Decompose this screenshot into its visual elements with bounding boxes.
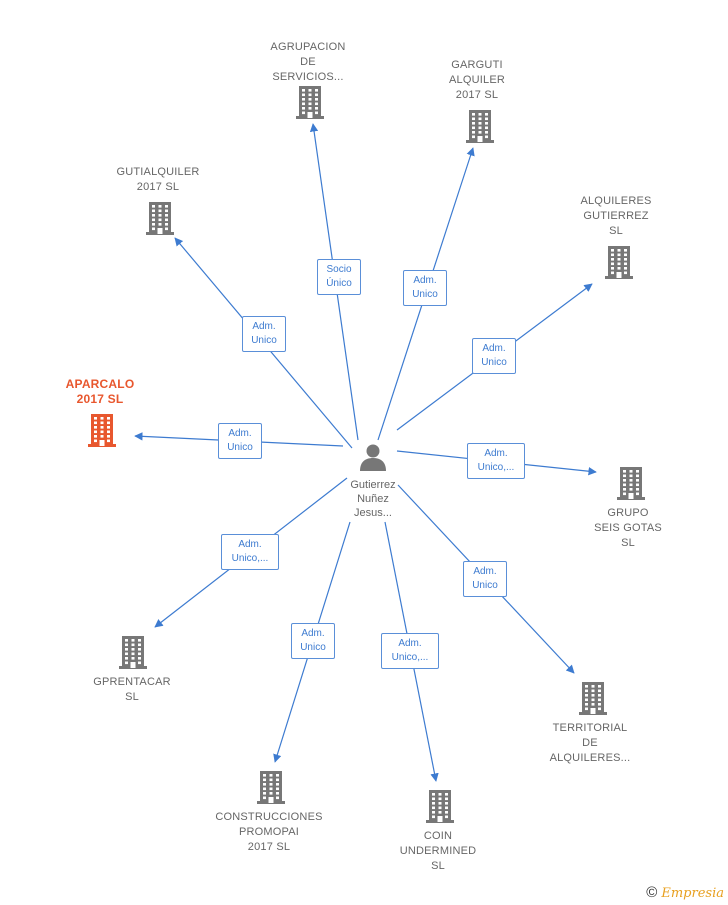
edge-label-coin[interactable]: Adm. Unico,... [381,633,439,669]
company-label-gutialquiler[interactable]: GUTIALQUILER 2017 SL [116,166,200,193]
edge-label-grupo-seis-gotas[interactable]: Adm. Unico,... [467,443,525,479]
building-icon[interactable] [602,244,636,280]
edge-label-alquileres-gutierrez[interactable]: Adm. Unico [472,338,516,374]
company-label-agrupacion[interactable]: AGRUPACION DE SERVICIOS... [270,41,346,83]
building-icon[interactable] [143,200,177,236]
person-label[interactable]: Gutierrez Nuñez Jesus... [350,479,396,519]
building-icon[interactable] [85,412,119,448]
building-icon[interactable] [614,465,648,501]
edge-label-gutialquiler[interactable]: Adm. Unico [242,316,286,352]
building-icon[interactable] [576,680,610,716]
company-label-coin[interactable]: COIN UNDERMINED SL [399,830,477,872]
company-label-territorial[interactable]: TERRITORIAL DE ALQUILERES... [549,722,631,764]
edge-label-gprentacar[interactable]: Adm. Unico,... [221,534,279,570]
company-label-garguti[interactable]: GARGUTI ALQUILER 2017 SL [448,59,505,101]
edge-label-agrupacion[interactable]: Socio Único [317,259,361,295]
building-icon[interactable] [254,769,288,805]
building-icon[interactable] [423,788,457,824]
company-label-aparcalo[interactable]: APARCALO 2017 SL [65,377,135,406]
footer-brand: ©Empresia [646,884,724,901]
company-label-alquileres-gutierrez[interactable]: ALQUILERES GUTIERREZ SL [580,195,652,237]
company-label-construcciones[interactable]: CONSTRUCCIONES PROMOPAI 2017 SL [215,811,323,853]
edge-label-territorial[interactable]: Adm. Unico [463,561,507,597]
company-label-grupo-seis-gotas[interactable]: GRUPO SEIS GOTAS SL [594,507,662,549]
building-icon[interactable] [463,108,497,144]
building-icon[interactable] [293,84,327,120]
person-icon[interactable] [358,442,388,472]
edge-label-aparcalo[interactable]: Adm. Unico [218,423,262,459]
copyright-symbol: © [646,884,658,901]
brand-logo: Empresia [661,886,724,901]
edge-label-construcciones[interactable]: Adm. Unico [291,623,335,659]
building-icon[interactable] [116,634,150,670]
edge-label-garguti[interactable]: Adm. Unico [403,270,447,306]
company-label-gprentacar[interactable]: GPRENTACAR SL [93,676,171,703]
